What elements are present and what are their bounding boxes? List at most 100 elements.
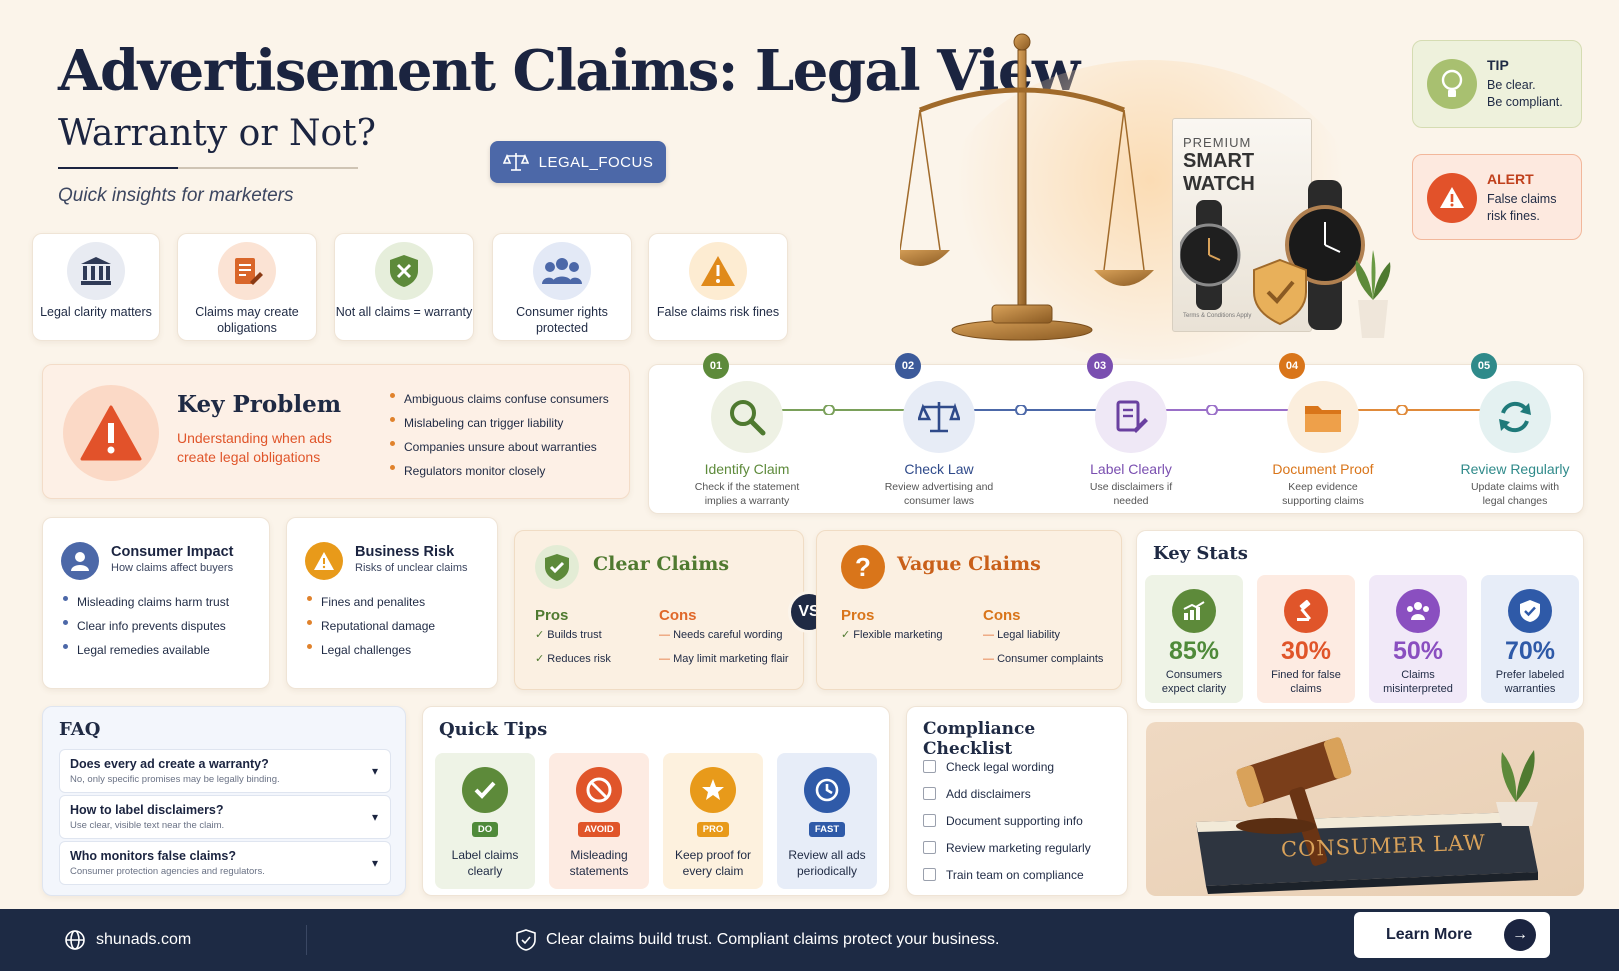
chevron-down-icon[interactable]: ▾ (371, 856, 378, 870)
legal-focus-badge[interactable]: LEGAL_FOCUS (490, 141, 666, 183)
clock-icon (804, 767, 850, 813)
check-icon: ✓ (535, 629, 545, 641)
footer-site: shunads.com (96, 931, 192, 948)
document-pen-icon (218, 242, 276, 300)
shield-x-icon (375, 242, 433, 300)
stat-value: 70% (1504, 637, 1556, 665)
alert-card: ALERT False claims risk fines. (1412, 154, 1582, 240)
tip-tile: AVOID Misleading statements (549, 753, 649, 889)
clear-claims-cons-label: Cons (659, 607, 697, 624)
vague-claims-pros: ✓ Flexible marketing (841, 623, 943, 647)
magnifier-icon (711, 381, 783, 453)
list-item: Legal remedies available (61, 638, 229, 662)
compliance-checklist-card: Compliance Checklist Check legal wording… (906, 706, 1128, 896)
title-divider (58, 167, 358, 169)
stat-value: 30% (1280, 637, 1332, 665)
vague-claims-cons-label: Cons (983, 607, 1021, 624)
tip-tile: PRO Keep proof for every claim (663, 753, 763, 889)
footer-bar: shunads.com Clear claims build trust. Co… (0, 909, 1619, 971)
highlight-label: False claims risk fines (656, 305, 780, 319)
checklist-label: Check legal wording (946, 759, 1055, 774)
tip-tag: FAST (808, 822, 846, 837)
tip-tag: PRO (696, 822, 730, 837)
tip-title: TIP (1487, 57, 1509, 73)
faq-question: How to label disclaimers? (70, 803, 224, 817)
process-step: 02 Check Law Review advertising and cons… (849, 353, 1029, 508)
con-item: Needs careful wording (673, 629, 783, 641)
checkbox[interactable] (923, 814, 936, 827)
key-stats-title: Key Stats (1153, 543, 1248, 564)
hero-illustration: PREMIUM SMART WATCH Terms & Conditions A… (860, 20, 1400, 360)
tip-line2: Be compliant. (1487, 95, 1563, 109)
warning-icon (63, 385, 159, 481)
tip-label: Misleading statements (569, 848, 629, 878)
checkbox[interactable] (923, 787, 936, 800)
scale-icon (502, 153, 529, 171)
checklist-item[interactable]: Review marketing regularly (923, 834, 1091, 861)
checklist-item[interactable]: Add disclaimers (923, 780, 1091, 807)
stat-value: 85% (1168, 637, 1220, 665)
step-desc: Update claims with legal changes (1470, 481, 1560, 507)
clear-claims-cons: — Needs careful wording — May limit mark… (659, 623, 789, 671)
alert-title: ALERT (1487, 171, 1534, 187)
chart-up-icon (1172, 589, 1216, 633)
checklist-item[interactable]: Document supporting info (923, 807, 1091, 834)
step-desc: Use disclaimers if needed (1089, 481, 1173, 507)
dash-icon: — (659, 629, 670, 641)
list-item: Companies unsure about warranties (388, 435, 609, 459)
smartwatch-icon (1180, 180, 1365, 330)
footer-message-text: Clear claims build trust. Compliant clai… (546, 931, 1000, 948)
stat-value: 50% (1392, 637, 1444, 665)
globe-icon (65, 930, 85, 950)
step-number: 04 (1279, 353, 1305, 379)
business-risk-list: Fines and penalites Reputational damage … (305, 590, 435, 662)
checkbox[interactable] (923, 841, 936, 854)
tagline: Quick insights for marketers (58, 185, 294, 206)
faq-item[interactable]: Who monitors false claims? Consumer prot… (59, 841, 391, 885)
question-icon: ? (841, 545, 885, 589)
learn-more-button[interactable]: Learn More → (1354, 912, 1550, 958)
tip-tile: DO Label claims clearly (435, 753, 535, 889)
arrow-right-icon: → (1504, 919, 1536, 951)
stat-label: Prefer labeled warranties (1495, 669, 1565, 695)
highlight-card: Consumer rights protected (492, 233, 632, 341)
step-number: 01 (703, 353, 729, 379)
list-item: Mislabeling can trigger liability (388, 411, 609, 435)
alert-line1: False claims (1487, 192, 1557, 206)
footer-site-link[interactable]: shunads.com (64, 929, 191, 951)
step-desc: Check if the statement implies a warrant… (694, 481, 800, 507)
checkbox[interactable] (923, 868, 936, 881)
footer-message: Clear claims build trust. Compliant clai… (516, 929, 1000, 951)
highlight-card: Claims may create obligations (177, 233, 317, 341)
tip-tile: FAST Review all ads periodically (777, 753, 877, 889)
product-brand: PREMIUM (1183, 135, 1252, 150)
key-problem-title: Key Problem (177, 391, 342, 418)
checkbox[interactable] (923, 760, 936, 773)
faq-card: FAQ Does every ad create a warranty? No,… (42, 706, 406, 896)
vague-claims-title: Vague Claims (897, 553, 1041, 575)
faq-question: Who monitors false claims? (70, 849, 237, 863)
checklist-title: Compliance Checklist (923, 719, 1036, 759)
law-book-illustration: CONSUMER LAW (1146, 722, 1584, 896)
checklist-item[interactable]: Check legal wording (923, 753, 1091, 780)
faq-item[interactable]: How to label disclaimers? Use clear, vis… (59, 795, 391, 839)
product-name-line2: WATCH (1183, 173, 1255, 195)
con-item: Consumer complaints (997, 653, 1104, 665)
faq-item[interactable]: Does every ad create a warranty? No, onl… (59, 749, 391, 793)
step-title: Review Regularly (1460, 461, 1570, 477)
highlight-label: Not all claims = warranty (335, 305, 473, 319)
step-desc: Review advertising and consumer laws (884, 481, 994, 507)
prohibited-icon (576, 767, 622, 813)
shield-check-icon (1508, 589, 1552, 633)
dash-icon: — (659, 653, 670, 665)
tip-label: Review all ads periodically (788, 848, 866, 878)
faq-title: FAQ (59, 719, 101, 740)
chevron-down-icon[interactable]: ▾ (371, 764, 378, 778)
check-icon: ✓ (841, 629, 851, 641)
chevron-down-icon[interactable]: ▾ (371, 810, 378, 824)
lightbulb-icon (1427, 59, 1477, 109)
checklist-item[interactable]: Train team on compliance (923, 861, 1091, 888)
clear-claims-pros: ✓ Builds trust ✓ Reduces risk (535, 623, 611, 671)
user-icon (61, 542, 99, 580)
quick-tips-title: Quick Tips (439, 719, 548, 740)
